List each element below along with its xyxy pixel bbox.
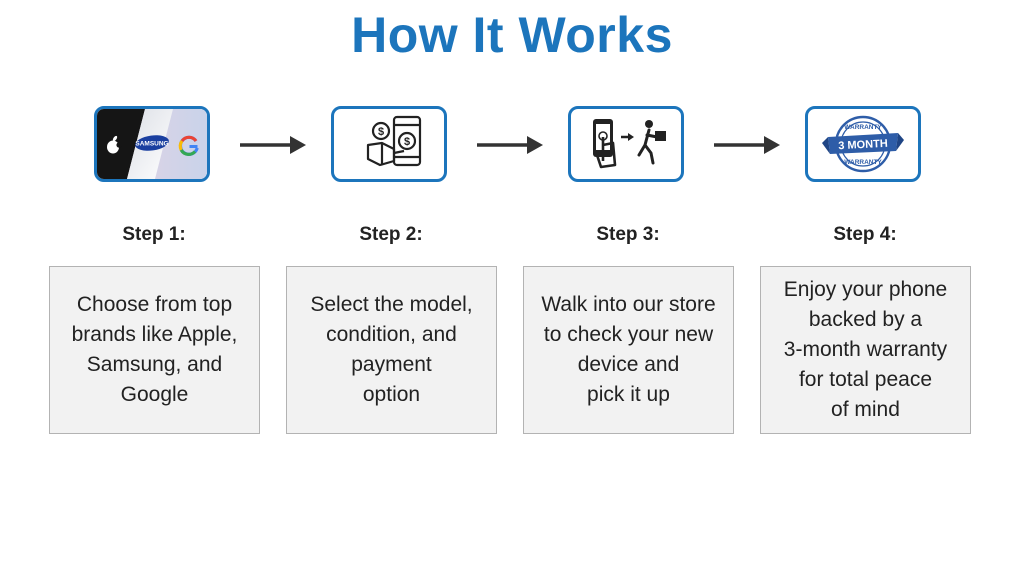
step-1-description-box: Choose from top brands like Apple, Samsu… <box>49 266 260 434</box>
apple-logo-icon <box>107 135 122 154</box>
step-1-description: Choose from top brands like Apple, Samsu… <box>71 293 238 406</box>
warranty-top-text: WARRANTY <box>844 124 882 131</box>
tap-and-pickup-icon <box>568 106 684 182</box>
warranty-bottom-text: WARRANTY <box>844 159 882 166</box>
phone-payment-icon: $ $ <box>331 106 447 182</box>
step-1-label: Step 1: <box>122 224 186 245</box>
step-3-description: Walk into our store to check your new de… <box>541 293 716 406</box>
step-2-description-box: Select the model, condition, and payment… <box>286 266 497 434</box>
arrow-right-icon <box>240 136 306 154</box>
svg-text:$: $ <box>404 136 410 148</box>
step-2-label: Step 2: <box>359 224 423 245</box>
page-title: How It Works <box>351 7 673 63</box>
warranty-stamp-icon: WARRANTY WARRANTY 3 MONTH <box>805 106 921 182</box>
arrow-right-icon <box>714 136 780 154</box>
google-logo-icon <box>178 135 199 156</box>
warranty-main-text: 3 MONTH <box>838 138 888 153</box>
brand-logos-icon: SAMSUNG <box>94 106 210 182</box>
step-3-description-box: Walk into our store to check your new de… <box>523 266 734 434</box>
step-4-description: Enjoy your phone backed by a 3-month war… <box>783 278 948 421</box>
step-2-description: Select the model, condition, and payment… <box>310 293 473 406</box>
step-3-label: Step 3: <box>596 224 660 245</box>
step-4-description-box: Enjoy your phone backed by a 3-month war… <box>760 266 971 434</box>
samsung-logo-icon: SAMSUNG <box>135 135 169 151</box>
samsung-logo-text: SAMSUNG <box>135 141 168 148</box>
arrow-right-icon <box>477 136 543 154</box>
step-4-label: Step 4: <box>833 224 897 245</box>
svg-text:$: $ <box>378 126 384 138</box>
